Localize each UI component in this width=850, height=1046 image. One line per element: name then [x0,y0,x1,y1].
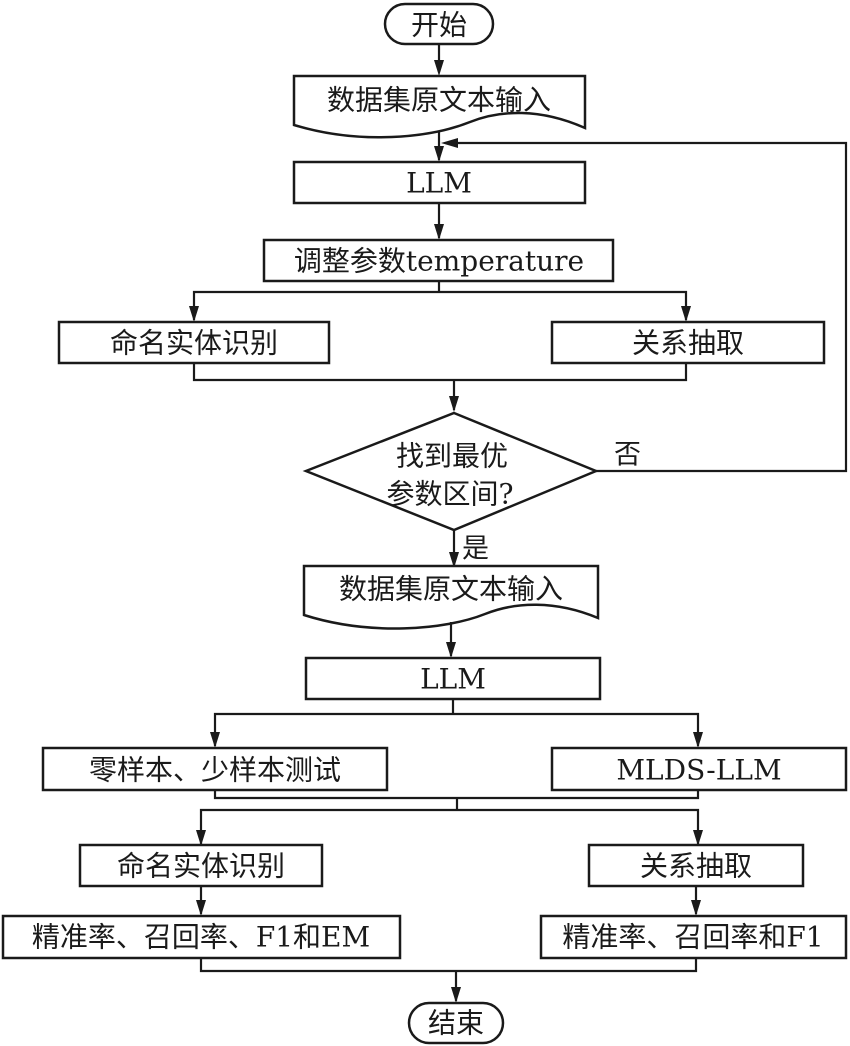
adjust-label: 调整参数temperature [294,245,584,278]
arrow-head [449,552,459,568]
metrics-ner-label: 精准率、召回率、F1和EM [32,921,370,954]
arrow-head [691,900,701,916]
arrow-head [196,900,206,916]
no-label: 否 [614,440,641,471]
edge-merge-split2 [196,790,703,846]
mlds-box [550,746,848,792]
edge-adjust-split [189,281,691,322]
edge-merge-decision [192,363,688,412]
adjust-node: 调整参数temperature [262,238,615,283]
edge-llm2-split [210,699,703,748]
document-shape [302,564,600,630]
edge-decision-no-loop: 否 [441,138,848,473]
edge-start-input1 [434,44,444,76]
arrow-head [434,146,444,162]
input1-label: 数据集原文本输入 [327,84,551,117]
input2-node: 数据集原文本输入 [302,564,600,630]
re2-node: 关系抽取 [587,843,805,888]
arrow-head [196,830,206,846]
llm1-label: LLM [406,167,472,200]
start-label: 开始 [411,9,467,42]
input1-node: 数据集原文本输入 [292,74,587,139]
metrics-re-node: 精准率、召回率和F1 [539,914,848,960]
arrow-head [693,732,703,748]
metrics-re-box [539,914,848,960]
zero-few-node: 零样本、少样本测试 [41,746,389,792]
re1-label: 关系抽取 [632,327,744,360]
edge-re2-metrics [691,886,701,916]
edge-input2-llm2 [446,622,456,658]
ner1-label: 命名实体识别 [110,327,278,360]
end-node: 结束 [407,1001,505,1045]
llm2-box [304,656,602,701]
edge-ner2-metrics [196,886,206,916]
re1-box [550,320,826,365]
mlds-node: MLDS-LLM [550,746,848,792]
decision-label-line2: 参数区间? [386,478,513,511]
arrow-head [449,396,459,412]
document-shape [292,74,587,139]
re1-node: 关系抽取 [550,320,826,365]
llm1-box [292,160,587,205]
mlds-label: MLDS-LLM [616,754,781,787]
arrow-head [451,987,461,1003]
edge-decision-yes: 是 [449,530,489,568]
decision-node: 找到最优 参数区间? [302,411,600,532]
re2-box [587,843,805,888]
ner2-node: 命名实体识别 [78,843,324,888]
arrow-head [434,60,444,76]
zero-few-label: 零样本、少样本测试 [89,754,341,787]
edge-input1-llm1 [434,132,444,162]
arrow-head [441,138,458,148]
yes-label: 是 [462,534,489,565]
arrow-head [693,830,703,846]
edge-metrics-end [199,958,698,1003]
arrow-head [434,224,444,240]
arrow-head [210,732,220,748]
ner1-node: 命名实体识别 [57,320,331,365]
ner2-label: 命名实体识别 [117,850,285,883]
zero-few-box [41,746,389,792]
edge-llm1-adjust [434,203,444,240]
re2-label: 关系抽取 [640,850,752,883]
arrow-head [189,306,199,322]
llm2-node: LLM [304,656,602,701]
metrics-re-label: 精准率、召回率和F1 [562,921,823,954]
metrics-ner-box [1,914,402,960]
adjust-box [262,238,615,283]
llm2-label: LLM [420,663,486,696]
arrow-head [681,306,691,322]
start-node: 开始 [383,2,495,46]
input2-label: 数据集原文本输入 [339,573,563,606]
decision-label-line1: 找到最优 [396,440,508,473]
end-label: 结束 [428,1007,484,1040]
end-terminator [407,1001,505,1045]
arrow-head [446,642,456,658]
metrics-ner-node: 精准率、召回率、F1和EM [1,914,402,960]
llm1-node: LLM [292,160,587,205]
